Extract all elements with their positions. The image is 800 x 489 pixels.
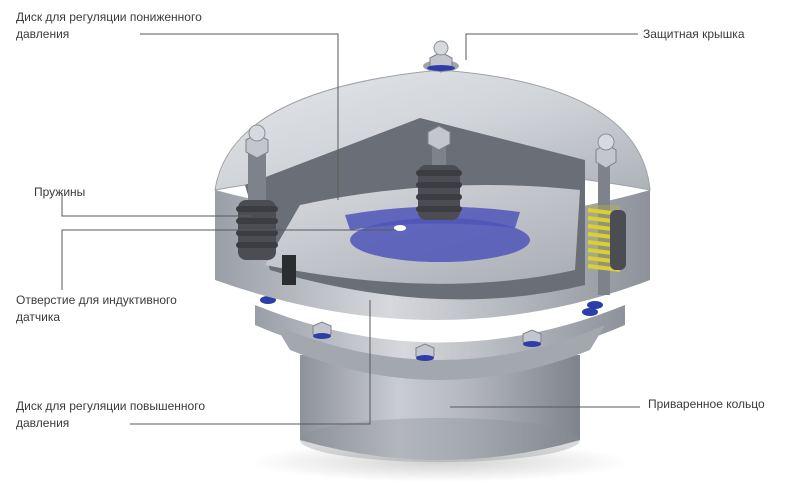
label-sensor-hole: Отверстие для индуктивного датчика	[16, 292, 177, 326]
cover-nut	[423, 40, 459, 73]
label-springs: Пружины	[34, 185, 86, 199]
right-spring-assembly	[587, 133, 626, 309]
label-protective-cover: Защитная крышка	[643, 27, 745, 41]
label-welded-ring: Приваренное кольцо	[648, 397, 765, 411]
leader-lines	[61, 33, 640, 425]
label-high-pressure-disc-line1: Диск для регуляции повышенного	[16, 399, 206, 413]
label-high-pressure-disc: Диск для регуляции повышенного давления	[16, 398, 205, 432]
leader-high-pressure-disc	[130, 300, 371, 425]
sensor-hole-mark	[394, 225, 406, 231]
welded-ring-bottom	[300, 418, 580, 462]
leader-springs	[61, 193, 252, 217]
label-low-pressure-disc: Диск для регуляции пониженного давления	[16, 9, 202, 43]
label-sensor-hole-line2: датчика	[16, 310, 61, 324]
label-high-pressure-disc-line2: давления	[16, 416, 70, 430]
label-low-pressure-disc-line1: Диск для регуляции пониженного	[16, 10, 202, 24]
label-sensor-hole-line1: Отверстие для индуктивного	[16, 293, 177, 307]
flange-bolts	[260, 296, 598, 361]
center-spring-assembly	[416, 125, 462, 220]
leader-sensor-hole	[61, 229, 396, 290]
leader-protective-cover	[465, 33, 638, 60]
flange-lower	[275, 325, 605, 380]
leader-low-pressure-disc	[140, 33, 339, 200]
label-low-pressure-disc-line2: давления	[16, 27, 70, 41]
ground-shadow	[250, 442, 630, 482]
